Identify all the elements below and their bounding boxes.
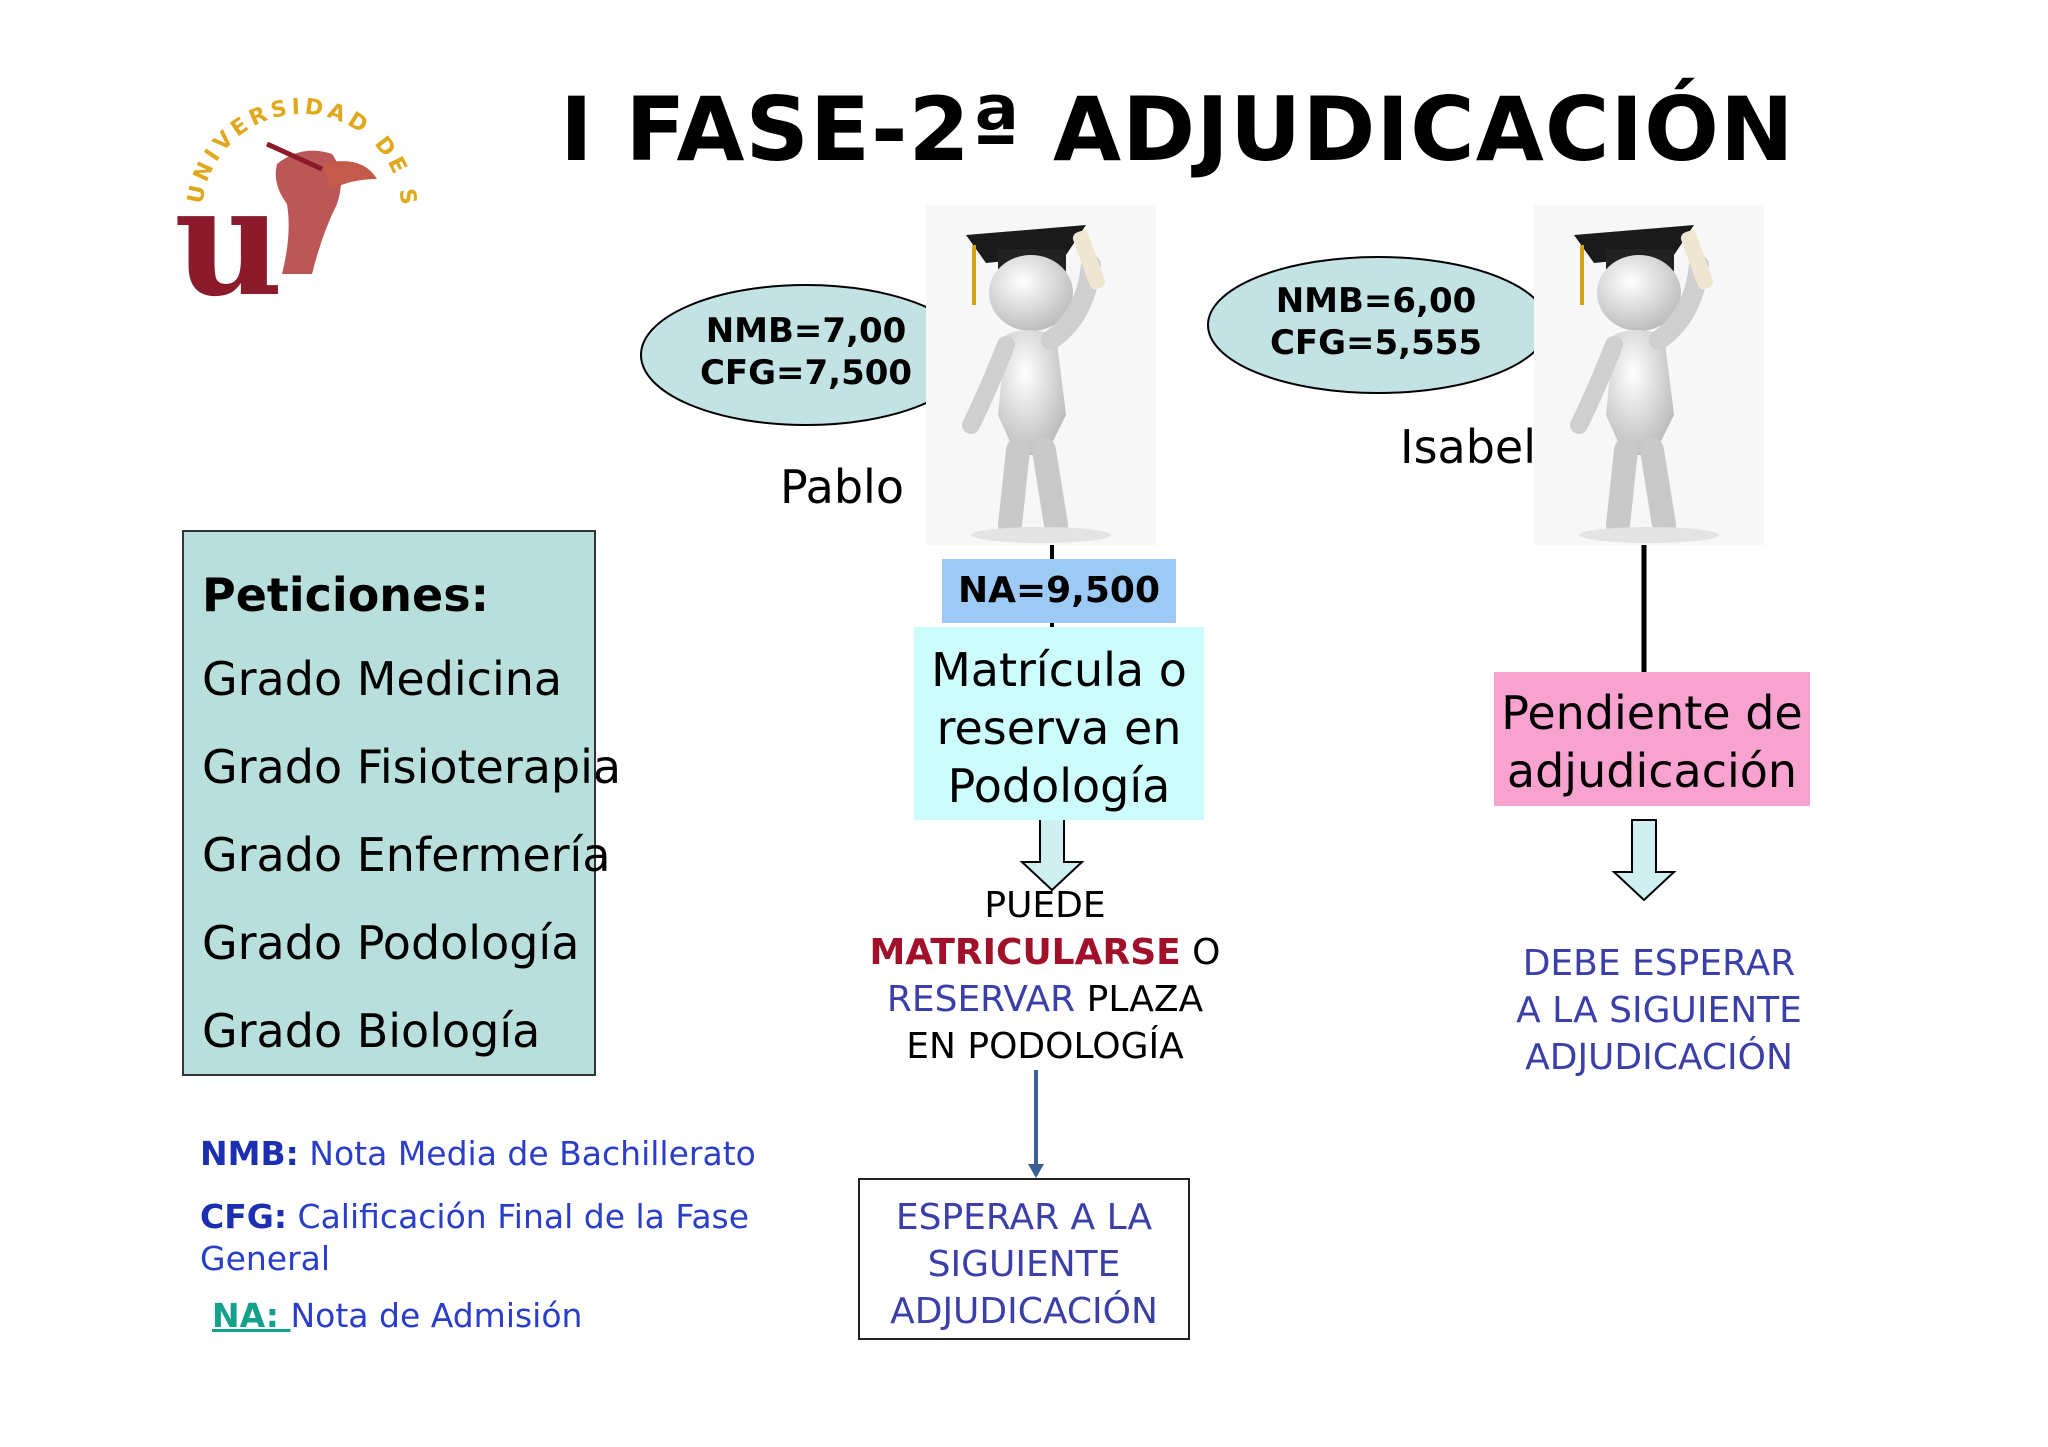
matricula-status-box: Matrícula o reserva en Podología	[914, 627, 1204, 820]
pendiente-status-box: Pendiente de adjudicación	[1494, 672, 1810, 806]
outcome-emphasis: MATRICULARSE	[869, 932, 1181, 973]
esperar-line: ESPERAR A LA	[895, 1197, 1153, 1238]
peticion-item: Grado Medicina	[202, 652, 563, 706]
outcome-line: EN PODOLOGÍA	[906, 1026, 1184, 1067]
pablo-outcome-text: PUEDE MATRICULARSE O RESERVAR PLAZA EN P…	[850, 882, 1240, 1070]
student-name-pablo: Pablo	[780, 460, 904, 514]
legend-cfg-text-2: General	[200, 1239, 331, 1278]
student-name-isabel: Isabel	[1400, 420, 1537, 474]
outcome-line: ADJUDICACIÓN	[1525, 1037, 1793, 1078]
outcome-line: PUEDE	[984, 885, 1106, 926]
legend-cfg-key: CFG:	[200, 1197, 288, 1236]
peticion-item: Grado Fisioterapia	[202, 740, 622, 794]
matricula-line: Podología	[947, 759, 1171, 813]
outcome-highlight: RESERVAR	[886, 979, 1076, 1020]
outcome-line: PLAZA	[1075, 979, 1204, 1020]
peticion-item: Grado Enfermería	[202, 828, 611, 882]
outcome-line: A LA SIGUIENTE	[1516, 990, 1802, 1031]
esperar-line: SIGUIENTE	[927, 1244, 1121, 1285]
legend-cfg-text: Calificación Final de la Fase	[287, 1197, 750, 1236]
isabel-nmb: NMB=6,00	[1275, 281, 1477, 321]
peticiones-title: Peticiones:	[202, 568, 490, 622]
angel-emblem-icon	[265, 141, 377, 274]
down-arrow-icon	[1028, 1070, 1044, 1178]
university-logo: UNIVERSIDAD DE SEVILLA u	[161, 65, 432, 330]
isabel-cfg: CFG=5,555	[1269, 323, 1483, 363]
esperar-line: ADJUDICACIÓN	[890, 1291, 1158, 1332]
pablo-speech-bubble: NMB=7,00 CFG=7,500	[636, 270, 1056, 430]
isabel-graduate-figure-icon	[1534, 205, 1764, 545]
down-arrow-icon	[1611, 819, 1677, 902]
legend-na-text: Nota de Admisión	[290, 1296, 583, 1335]
pablo-graduate-figure-icon	[926, 205, 1156, 545]
down-arrow-icon	[1019, 807, 1085, 892]
legend-nmb-text: Nota Media de Bachillerato	[298, 1134, 756, 1173]
legend-nmb: NMB: Nota Media de Bachillerato	[200, 1134, 756, 1173]
logo-letter: u	[174, 154, 283, 314]
na-box: NA=9,500	[942, 559, 1176, 623]
slide-title: I FASE-2ª ADJUDICACIÓN	[560, 78, 1795, 181]
matricula-line: Matrícula o	[931, 643, 1187, 697]
legend-nmb-key: NMB:	[200, 1134, 299, 1173]
peticion-item: Grado Podología	[202, 916, 580, 970]
outcome-line: DEBE ESPERAR	[1522, 943, 1796, 984]
peticion-item: Grado Biología	[202, 1004, 541, 1058]
matricula-line: reserva en	[936, 701, 1182, 755]
esperar-box: ESPERAR A LA SIGUIENTE ADJUDICACIÓN	[858, 1178, 1190, 1340]
legend-na-key: NA:	[212, 1296, 291, 1335]
pablo-cfg: CFG=7,500	[699, 353, 913, 393]
pablo-nmb: NMB=7,00	[705, 311, 907, 351]
peticiones-box: Peticiones: Grado Medicina Grado Fisiote…	[182, 530, 622, 1076]
pendiente-line: Pendiente de	[1501, 686, 1803, 740]
isabel-outcome-text: DEBE ESPERAR A LA SIGUIENTE ADJUDICACIÓN	[1454, 940, 1864, 1081]
legend-cfg: CFG: Calificación Final de la Fase Gener…	[200, 1196, 749, 1280]
pendiente-line: adjudicación	[1506, 744, 1798, 798]
outcome-line: O	[1180, 932, 1221, 973]
legend-na: NA: Nota de Admisión	[212, 1296, 582, 1335]
